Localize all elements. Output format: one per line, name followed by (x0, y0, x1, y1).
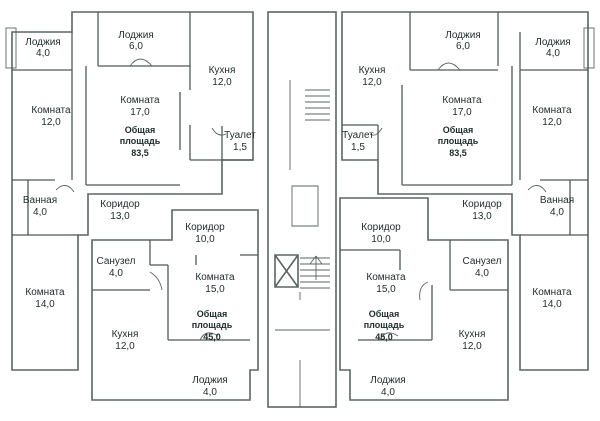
a1-loggia-left-area: 4,0 (36, 48, 50, 59)
a2-toilet-name: Туалет (342, 130, 374, 141)
a4-bathroom-name: Санузел (463, 256, 502, 267)
a2-bath-area: 4,0 (550, 207, 564, 218)
a3-total-line1: Общая (197, 309, 228, 319)
a2-corridor-area: 13,0 (472, 211, 492, 222)
a4-room-name: Комната (366, 272, 406, 283)
a3-corridor-name: Коридор (185, 222, 225, 233)
apartment-3-door-swings (149, 271, 219, 341)
a4-corridor-name: Коридор (361, 222, 401, 233)
a4-kitchen-area: 12,0 (462, 341, 482, 352)
apartment-3 (91, 209, 259, 401)
apartment-4 (339, 197, 509, 401)
a3-total-line2: площадь (192, 320, 233, 330)
apartment-1-floor (11, 11, 254, 371)
a2-room-center-name: Комната (442, 95, 482, 106)
a3-room-area: 15,0 (205, 284, 225, 295)
a1-bath-area: 4,0 (33, 207, 47, 218)
a4-total-line1: Общая (369, 309, 400, 319)
a2-room-center-area: 17,0 (452, 107, 472, 118)
a3-kitchen-name: Кухня (112, 329, 139, 340)
stairwell-floor (267, 11, 337, 408)
a2-kitchen-name: Кухня (359, 65, 386, 76)
a2-room-bottom-area: 14,0 (542, 299, 562, 310)
apartment-1-loggia-outline (5, 27, 17, 69)
a3-room-name: Комната (195, 272, 235, 283)
a2-room-right-name: Комната (532, 105, 572, 116)
a3-loggia-name: Лоджия (192, 375, 227, 386)
apartment-2-floor (341, 11, 589, 371)
a4-loggia-area: 4,0 (381, 387, 395, 398)
a4-loggia-name: Лоджия (370, 375, 405, 386)
a3-total-value: 45,0 (203, 332, 221, 342)
a1-room-bottom-area: 14,0 (35, 299, 55, 310)
apartment-4-floor (339, 197, 509, 401)
a4-total-value: 45,0 (375, 332, 393, 342)
a2-loggia-right-area: 4,0 (546, 48, 560, 59)
a3-bathroom-name: Санузел (97, 256, 136, 267)
a2-room-bottom-name: Комната (532, 287, 572, 298)
apartment-2-door-swings (369, 62, 547, 193)
a3-corridor-area: 10,0 (195, 234, 215, 245)
apartment-3-floor (91, 209, 259, 401)
a1-room-bottom-name: Комната (25, 287, 65, 298)
a1-total-value: 83,5 (131, 148, 149, 158)
stair-landing (275, 80, 330, 407)
a2-bath-name: Ванная (540, 195, 574, 206)
a2-room-right-area: 12,0 (542, 117, 562, 128)
apartment-1 (5, 11, 254, 371)
apartment-1-door-swings (55, 58, 227, 193)
a4-room-area: 15,0 (376, 284, 396, 295)
a1-room-center-area: 17,0 (130, 107, 150, 118)
a2-kitchen-area: 12,0 (362, 77, 382, 88)
apartment-2 (341, 11, 595, 371)
a4-bathroom-area: 4,0 (475, 268, 489, 279)
a3-bathroom-area: 4,0 (109, 268, 123, 279)
a1-loggia-left-name: Лоджия (25, 37, 60, 48)
a1-loggia-top-name: Лоджия (118, 30, 153, 41)
stair-flights (299, 89, 330, 300)
apartment-3-walls (92, 240, 258, 341)
a2-loggia-right-name: Лоджия (535, 37, 570, 48)
a2-toilet-area: 1,5 (351, 142, 365, 153)
a2-total-line2: площадь (438, 136, 479, 146)
a3-loggia-area: 4,0 (203, 387, 217, 398)
a1-toilet-area: 1,5 (233, 142, 247, 153)
apartment-4-door-swings (379, 281, 429, 341)
a2-total-line1: Общая (443, 125, 474, 135)
a1-loggia-top-area: 6,0 (129, 41, 143, 52)
a1-corridor-name: Коридор (100, 199, 140, 210)
apartment-2-loggia-outline (583, 27, 595, 69)
stairwell (267, 11, 337, 408)
a2-corridor-name: Коридор (462, 199, 502, 210)
apartment-1-walls (12, 12, 253, 236)
a1-corridor-area: 13,0 (110, 211, 130, 222)
a1-kitchen-area: 12,0 (212, 77, 232, 88)
apartment-4-walls (340, 240, 508, 341)
a1-toilet-name: Туалет (224, 130, 256, 141)
a1-bath-name: Ванная (23, 195, 57, 206)
a1-room-left-name: Комната (31, 105, 71, 116)
a1-total-line2: площадь (120, 136, 161, 146)
a1-kitchen-name: Кухня (209, 65, 236, 76)
a4-corridor-area: 10,0 (371, 234, 391, 245)
a1-total-line1: Общая (125, 125, 156, 135)
a4-kitchen-name: Кухня (459, 329, 486, 340)
a2-loggia-top-area: 6,0 (456, 41, 470, 52)
a1-room-left-area: 12,0 (41, 117, 61, 128)
elevator-shaft (274, 254, 299, 288)
a3-kitchen-area: 12,0 (115, 341, 135, 352)
a4-total-line2: площадь (364, 320, 405, 330)
a2-loggia-top-name: Лоджия (445, 30, 480, 41)
apartment-2-walls (342, 12, 588, 236)
a1-room-center-name: Комната (120, 95, 160, 106)
a2-total-value: 83,5 (449, 148, 467, 158)
